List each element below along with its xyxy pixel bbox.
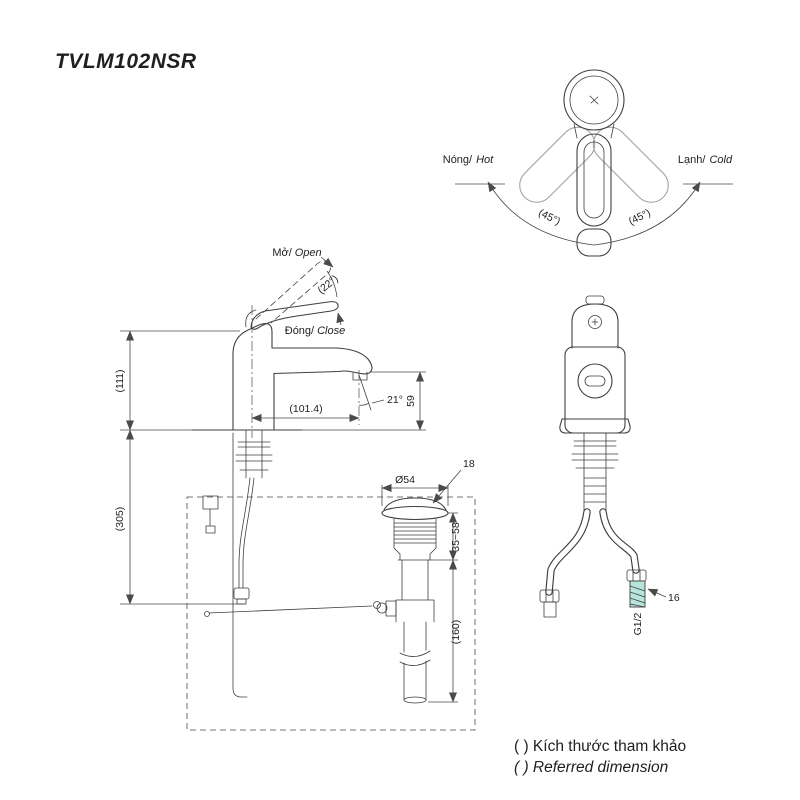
swing-arc — [487, 181, 701, 246]
dim-21deg-label: 21° — [387, 394, 403, 406]
pipe-break-lines — [399, 650, 431, 666]
reference-box — [186, 496, 476, 731]
drain-tee — [395, 599, 435, 623]
swing-angle-left-label: (45°) — [536, 207, 562, 228]
thread-size-label: G1/2 — [632, 612, 644, 635]
model-title: TVLM102NSR — [55, 50, 197, 73]
popup-flange — [381, 505, 449, 521]
hose-tip-side — [236, 598, 247, 605]
cartridge-cap-inner — [569, 75, 619, 125]
pivot-rod — [208, 605, 373, 614]
handle-ghost-right — [592, 126, 669, 203]
handle-lever-top-inner — [583, 141, 605, 219]
dim-305-label: (305) — [114, 507, 126, 532]
callout-16-leader — [647, 588, 667, 598]
cartridge-cap-outer — [563, 69, 625, 131]
swing-angle-right-label: (45°) — [627, 207, 653, 228]
handle-front-cross — [591, 318, 599, 326]
thread-adapter-highlight — [629, 580, 646, 608]
popup-cap-dome — [383, 497, 447, 511]
supply-hose-side — [238, 477, 255, 589]
tailpipe-end — [403, 696, 427, 704]
callout-18-label: 18 — [463, 458, 475, 470]
mounting-nuts-side — [235, 441, 273, 471]
hot-label: Nóng/Hot — [443, 154, 494, 166]
rod-clamp — [202, 495, 219, 510]
ball-nut — [385, 600, 397, 617]
callout-16-label: 16 — [668, 592, 680, 604]
thread-adapter-hatch — [629, 585, 646, 608]
shank-side — [245, 429, 263, 479]
dim-59-label: 59 — [405, 395, 417, 407]
center-mark — [589, 95, 599, 105]
dim-dia-label: Ø54 — [395, 474, 415, 486]
handle-front — [571, 303, 619, 349]
hose-nut-side — [233, 587, 250, 600]
front-view: G1/2 16 — [539, 295, 680, 635]
top-view: (45°) (45°) Nóng/Hot Lạnh/Cold — [443, 69, 733, 257]
clamp-screw-head — [205, 525, 216, 534]
dim-101-label: (101.4) — [289, 403, 322, 415]
handle-lever-top — [576, 133, 612, 227]
hose-right-bore — [600, 509, 639, 573]
drain-body — [393, 547, 437, 601]
callout-18-leader — [432, 469, 462, 504]
dim-111-label: (111) — [114, 370, 126, 393]
handle-front-detail — [588, 315, 602, 329]
handle-ghost-left — [519, 126, 596, 203]
dim-160-label: (160) — [450, 620, 462, 645]
open-leader — [320, 256, 334, 268]
close-leader — [336, 312, 345, 326]
drain-assembly: Ø54 18 35~58 (160) — [376, 458, 475, 704]
body-front-slot — [584, 375, 606, 387]
faucet-body-front — [564, 346, 626, 434]
left-hose-tip — [543, 601, 557, 618]
body-front-boss — [577, 363, 613, 399]
open-angle-label: (22°) — [315, 273, 340, 297]
tailpipe-lower — [403, 660, 427, 701]
left-hose-nut-ridges — [545, 589, 554, 603]
handle-pivot-cap — [245, 309, 257, 328]
side-view: Mở/Open (22°) Đóng/Close (111) (305) (10… — [114, 247, 426, 698]
handle-top-tab — [585, 295, 605, 305]
spout-tip-top — [576, 228, 612, 257]
base-flange — [559, 418, 631, 434]
tailpipe-upper — [403, 621, 427, 653]
cold-label: Lạnh/Cold — [678, 154, 733, 166]
close-label: Đóng/Close — [285, 325, 345, 337]
shank-front — [583, 432, 607, 516]
ball-joint — [376, 602, 388, 614]
pivot-rod-eye — [204, 611, 210, 617]
handle-closed — [250, 301, 339, 330]
drain-threads — [393, 522, 437, 544]
open-sweep-arc — [326, 270, 338, 298]
open-label: Mở/Open — [272, 247, 321, 259]
footer-notes: ( ) Kích thước tham khảo ( ) Referred di… — [514, 738, 686, 776]
spout-angle-arc — [358, 402, 370, 406]
shank-threads — [583, 477, 607, 503]
handle-neck — [573, 123, 615, 139]
mounting-nuts-front — [571, 440, 619, 469]
spout-angle-leader — [371, 399, 385, 404]
note-english: ( ) Referred dimension — [514, 759, 668, 776]
dim-range-label: 35~58 — [450, 522, 462, 552]
spout-angle-line — [358, 374, 372, 411]
lift-rod — [232, 432, 248, 698]
hose-left-bore — [546, 509, 590, 595]
note-vietnamese: ( ) Kích thước tham khảo — [514, 738, 686, 755]
aerator — [352, 371, 368, 381]
right-hose-nut-ridges — [632, 569, 641, 582]
